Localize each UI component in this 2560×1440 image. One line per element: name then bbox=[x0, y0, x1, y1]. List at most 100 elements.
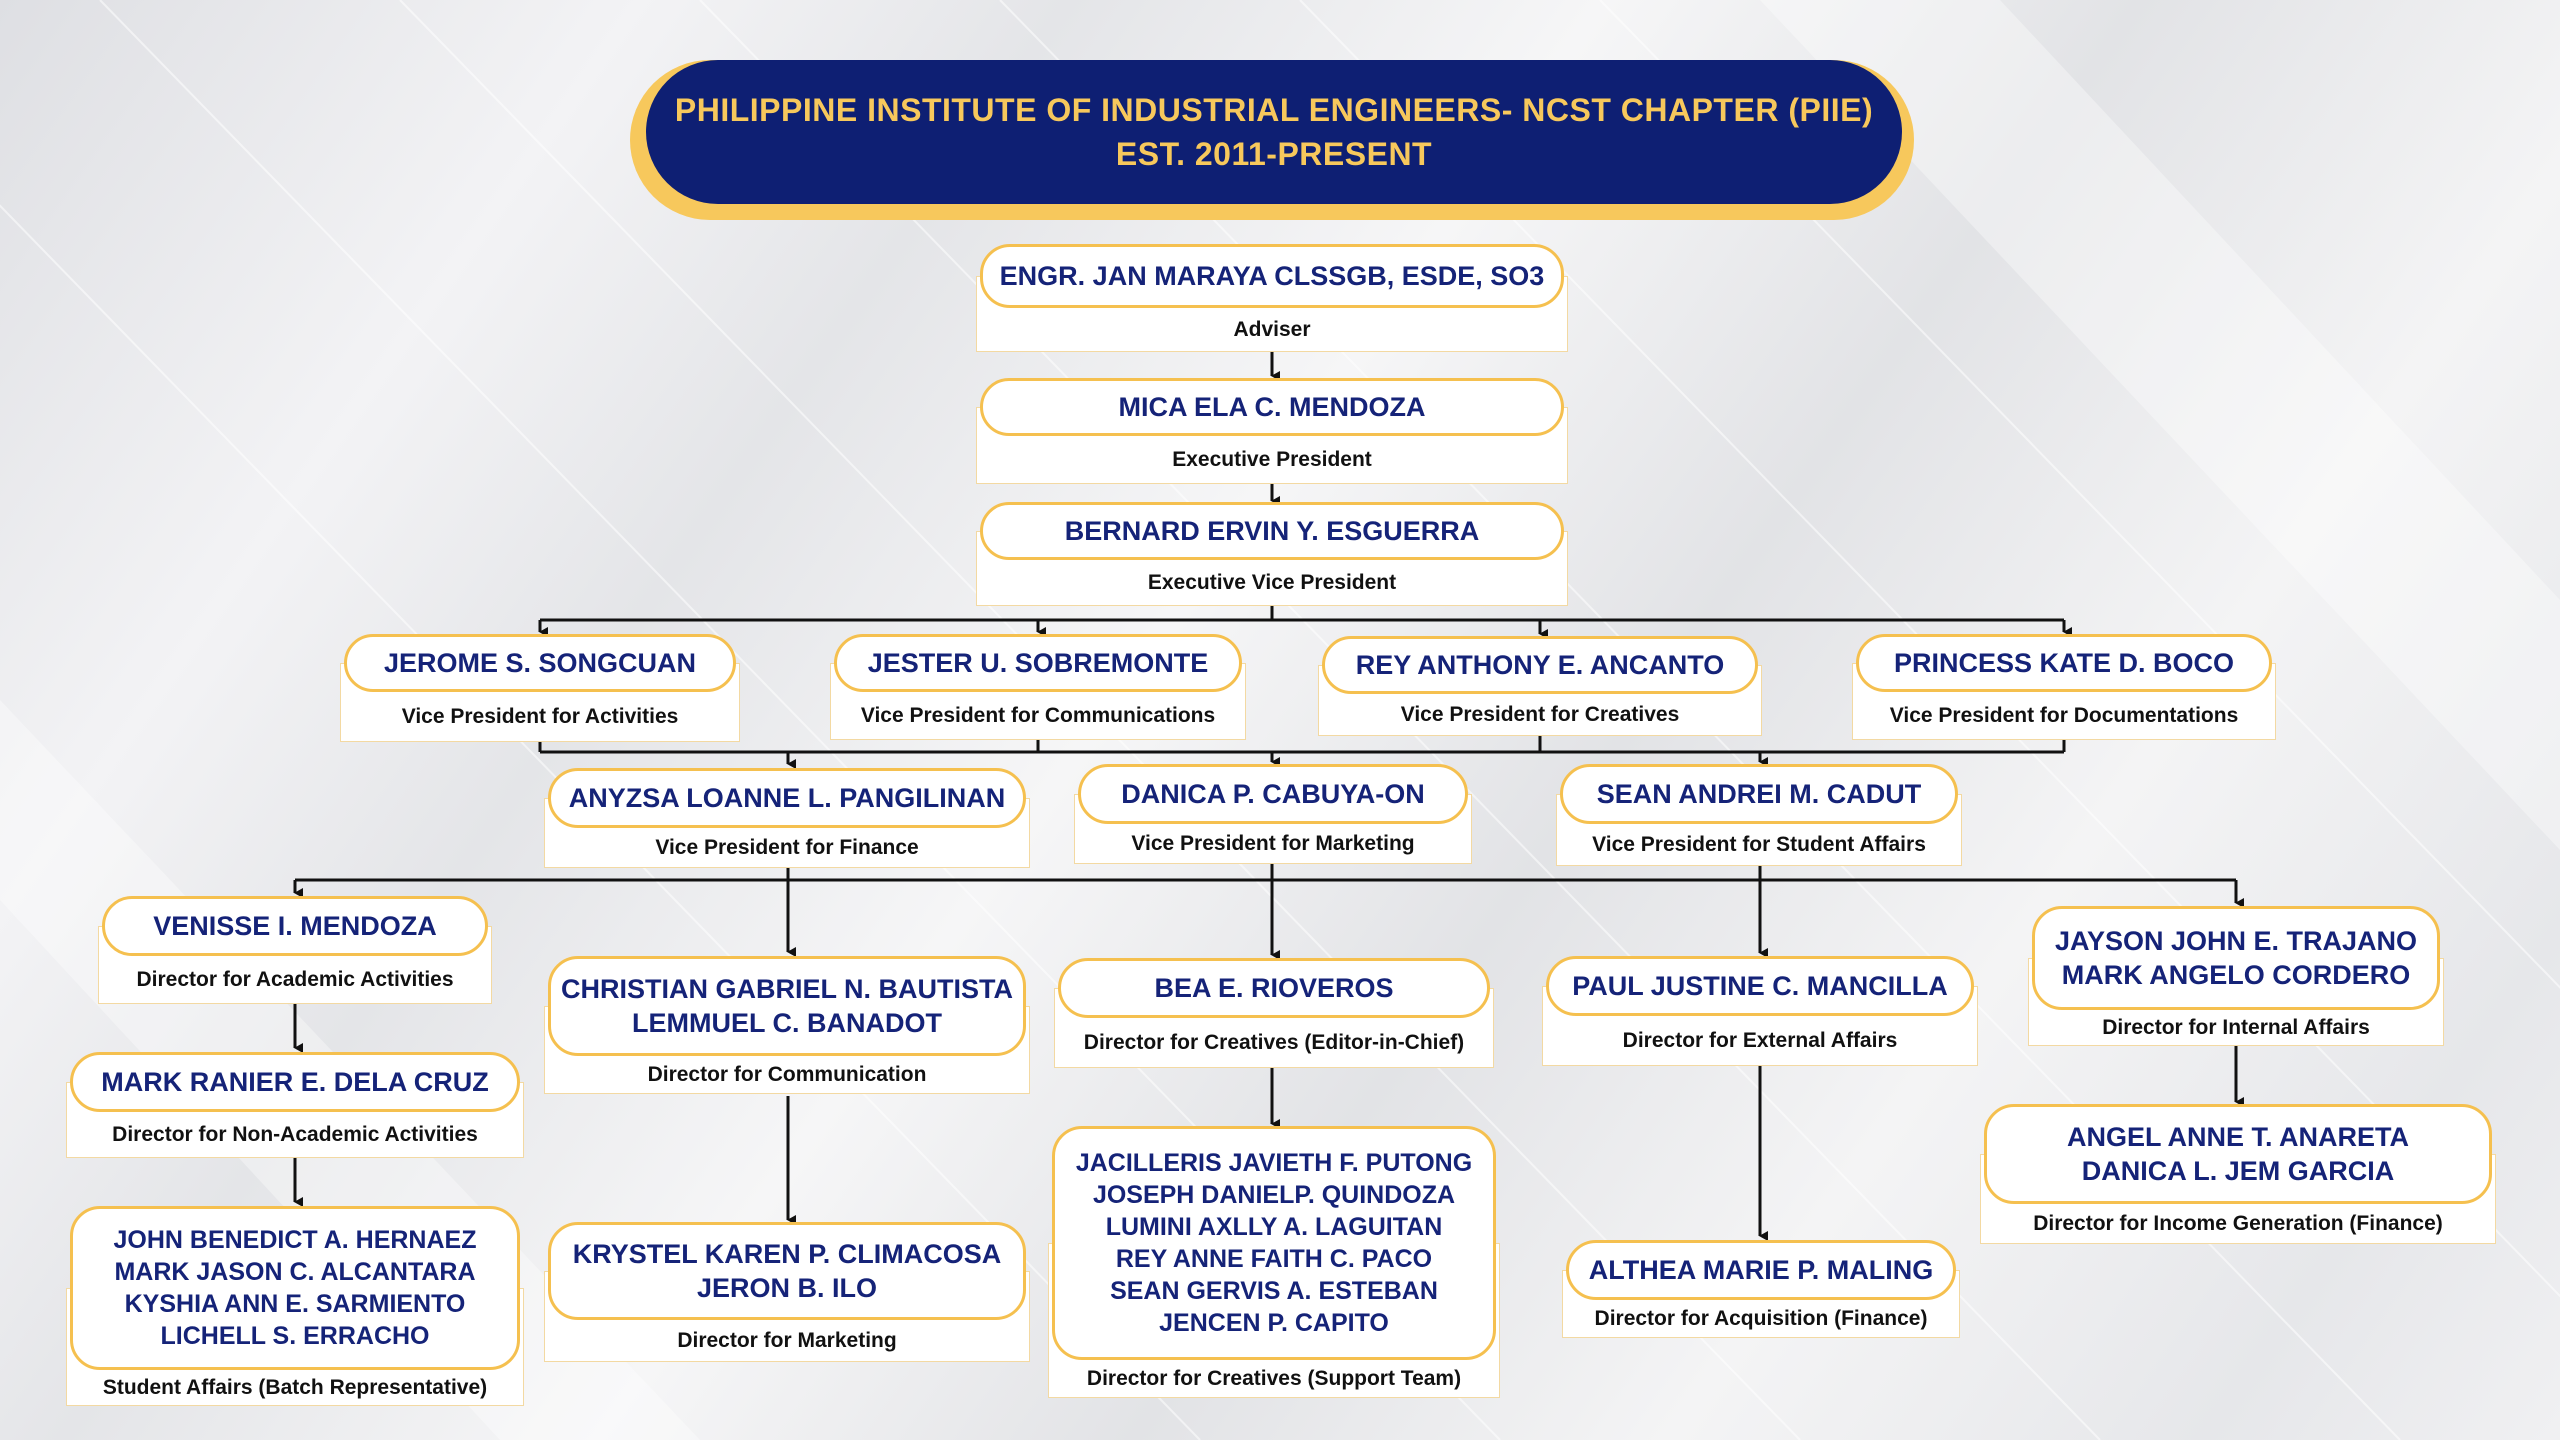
position-title: Director for Creatives (Support Team) bbox=[1086, 1367, 1462, 1390]
member-name: DANICA L. JEM GARCIA bbox=[2081, 1156, 2395, 1186]
name-pill: DANICA P. CABUYA-ON bbox=[1078, 764, 1468, 824]
position-title: Director for External Affairs bbox=[1622, 1029, 1898, 1052]
name-pill: PRINCESS KATE D. BOCO bbox=[1856, 634, 2272, 692]
name-pill: ANGEL ANNE T. ANARETA DANICA L. JEM GARCI… bbox=[1984, 1104, 2492, 1204]
name-pill: MARK RANIER E. DELA CRUZ bbox=[70, 1052, 520, 1112]
member-name: JESTER U. SOBREMONTE bbox=[867, 648, 1209, 678]
name-pill: ENGR. JAN MARAYA CLSSGB, ESDE, SO3 bbox=[980, 244, 1564, 308]
org-node-exec-vp: BERNARD ERVIN Y. ESGUERRA Executive Vice … bbox=[976, 502, 1568, 606]
position-title: Director for Acquisition (Finance) bbox=[1594, 1307, 1928, 1330]
position-title: Vice President for Marketing bbox=[1131, 832, 1415, 855]
name-pill: JEROME S. SONGCUAN bbox=[344, 634, 736, 692]
org-node-dir-acquisition: ALTHEA MARIE P. MALING Director for Acqui… bbox=[1562, 1240, 1960, 1338]
name-pill: ALTHEA MARIE P. MALING bbox=[1566, 1240, 1956, 1300]
name-pill: MICA ELA C. MENDOZA bbox=[980, 378, 1564, 436]
org-node-dir-income: ANGEL ANNE T. ANARETA DANICA L. JEM GARCI… bbox=[1980, 1104, 2496, 1244]
name-pill: KRYSTEL KAREN P. CLIMACOSA JERON B. ILO bbox=[548, 1222, 1026, 1320]
org-node-vp-finance: ANYZSA LOANNE L. PANGILINAN Vice Presiden… bbox=[544, 768, 1030, 868]
position-title: Director for Communication bbox=[647, 1063, 927, 1086]
name-pill: PAUL JUSTINE C. MANCILLA bbox=[1546, 956, 1974, 1016]
name-pill: ANYZSA LOANNE L. PANGILINAN bbox=[548, 768, 1026, 828]
position-title: Vice President for Communications bbox=[860, 704, 1216, 727]
member-name: JERON B. ILO bbox=[696, 1273, 878, 1303]
name-pill: SEAN ANDREI M. CADUT bbox=[1560, 764, 1958, 824]
org-node-dir-creatives-support: JACILLERIS JAVIETH F. PUTONG JOSEPH DANIE… bbox=[1048, 1126, 1500, 1398]
org-node-dir-internal: JAYSON JOHN E. TRAJANO MARK ANGELO CORDER… bbox=[2028, 906, 2444, 1046]
position-title: Director for Internal Affairs bbox=[2102, 1016, 2370, 1039]
member-name: KYSHIA ANN E. SARMIENTO bbox=[124, 1290, 466, 1318]
title-line-2: EST. 2011-PRESENT bbox=[1115, 136, 1433, 172]
position-title: Vice President for Activities bbox=[401, 705, 679, 728]
member-name: MARK ANGELO CORDERO bbox=[2061, 960, 2411, 990]
name-pill: CHRISTIAN GABRIEL N. BAUTISTA LEMMUEL C. … bbox=[548, 956, 1026, 1056]
position-title: Vice President for Finance bbox=[655, 836, 919, 859]
member-name: REY ANTHONY E. ANCANTO bbox=[1355, 650, 1725, 680]
member-name: DANICA P. CABUYA-ON bbox=[1121, 779, 1425, 809]
org-node-vp-marketing: DANICA P. CABUYA-ON Vice President for Ma… bbox=[1074, 764, 1472, 864]
member-name: ENGR. JAN MARAYA CLSSGB, ESDE, SO3 bbox=[999, 261, 1545, 291]
position-title: Vice President for Documentations bbox=[1889, 704, 2239, 727]
member-name: ANGEL ANNE T. ANARETA bbox=[2066, 1122, 2409, 1152]
position-title: Vice President for Student Affairs bbox=[1592, 833, 1926, 856]
position-title: Director for Academic Activities bbox=[136, 968, 454, 991]
name-pill: JOHN BENEDICT A. HERNAEZ MARK JASON C. AL… bbox=[70, 1206, 520, 1370]
position-title: Director for Non-Academic Activities bbox=[112, 1123, 478, 1146]
org-node-vp-activities: JEROME S. SONGCUAN Vice President for Act… bbox=[340, 634, 740, 742]
name-pill: BERNARD ERVIN Y. ESGUERRA bbox=[980, 502, 1564, 560]
name-pill: REY ANTHONY E. ANCANTO bbox=[1322, 636, 1758, 694]
name-pill: JACILLERIS JAVIETH F. PUTONG JOSEPH DANIE… bbox=[1052, 1126, 1496, 1360]
member-name: SEAN ANDREI M. CADUT bbox=[1596, 779, 1922, 809]
member-name: LEMMUEL C. BANADOT bbox=[632, 1008, 942, 1038]
position-title: Vice President for Creatives bbox=[1400, 703, 1680, 726]
org-node-dir-creatives-eic: BEA E. RIOVEROS Director for Creatives (E… bbox=[1054, 958, 1494, 1068]
member-name: PAUL JUSTINE C. MANCILLA bbox=[1572, 971, 1948, 1001]
member-name: ANYZSA LOANNE L. PANGILINAN bbox=[568, 783, 1006, 813]
member-name: KRYSTEL KAREN P. CLIMACOSA bbox=[572, 1239, 1002, 1269]
member-name: MARK RANIER E. DELA CRUZ bbox=[101, 1067, 489, 1097]
position-title: Student Affairs (Batch Representative) bbox=[102, 1376, 488, 1399]
org-node-dir-non-academic: MARK RANIER E. DELA CRUZ Director for Non… bbox=[66, 1052, 524, 1158]
position-title: Adviser bbox=[1233, 318, 1311, 341]
position-title: Director for Creatives (Editor-in-Chief) bbox=[1083, 1031, 1465, 1054]
member-name: LUMINI AXLLY A. LAGUITAN bbox=[1105, 1213, 1443, 1241]
member-name: JEROME S. SONGCUAN bbox=[383, 648, 697, 678]
member-name: ALTHEA MARIE P. MALING bbox=[1588, 1255, 1934, 1285]
org-node-dir-communication: CHRISTIAN GABRIEL N. BAUTISTA LEMMUEL C. … bbox=[544, 956, 1030, 1094]
org-node-dir-external: PAUL JUSTINE C. MANCILLA Director for Ext… bbox=[1542, 956, 1978, 1066]
member-name: MICA ELA C. MENDOZA bbox=[1118, 392, 1426, 422]
org-node-vp-documentations: PRINCESS KATE D. BOCO Vice President for … bbox=[1852, 634, 2276, 740]
name-pill: JESTER U. SOBREMONTE bbox=[834, 634, 1242, 692]
position-title: Director for Income Generation (Finance) bbox=[2033, 1212, 2443, 1235]
org-node-vp-student-affairs: SEAN ANDREI M. CADUT Vice President for S… bbox=[1556, 764, 1962, 866]
position-title: Executive Vice President bbox=[1147, 571, 1397, 594]
member-name: MARK JASON C. ALCANTARA bbox=[114, 1258, 476, 1286]
org-node-exec-president: MICA ELA C. MENDOZA Executive President bbox=[976, 378, 1568, 484]
org-node-dir-marketing: KRYSTEL KAREN P. CLIMACOSA JERON B. ILO Di… bbox=[544, 1222, 1030, 1362]
name-pill: VENISSE I. MENDOZA bbox=[102, 896, 488, 956]
org-node-vp-communications: JESTER U. SOBREMONTE Vice President for C… bbox=[830, 634, 1246, 740]
org-node-batch-reps: JOHN BENEDICT A. HERNAEZ MARK JASON C. AL… bbox=[66, 1206, 524, 1406]
member-name: JENCEN P. CAPITO bbox=[1159, 1309, 1389, 1337]
name-pill: JAYSON JOHN E. TRAJANO MARK ANGELO CORDER… bbox=[2032, 906, 2440, 1010]
org-node-vp-creatives: REY ANTHONY E. ANCANTO Vice President for… bbox=[1318, 636, 1762, 736]
member-name: VENISSE I. MENDOZA bbox=[153, 911, 437, 941]
member-name: BEA E. RIOVEROS bbox=[1154, 973, 1394, 1003]
member-name: JACILLERIS JAVIETH F. PUTONG bbox=[1075, 1149, 1473, 1177]
member-name: BERNARD ERVIN Y. ESGUERRA bbox=[1064, 516, 1480, 546]
org-node-dir-academic: VENISSE I. MENDOZA Director for Academic … bbox=[98, 896, 492, 1004]
member-name: SEAN GERVIS A. ESTEBAN bbox=[1110, 1277, 1438, 1305]
member-name: JAYSON JOHN E. TRAJANO bbox=[2054, 926, 2418, 956]
title-banner: PHILIPPINE INSTITUTE OF INDUSTRIAL ENGIN… bbox=[630, 60, 1914, 220]
member-name: REY ANNE FAITH C. PACO bbox=[1115, 1245, 1433, 1273]
name-pill: BEA E. RIOVEROS bbox=[1058, 958, 1490, 1018]
member-name: JOHN BENEDICT A. HERNAEZ bbox=[113, 1226, 477, 1254]
member-name: LICHELL S. ERRACHO bbox=[160, 1322, 430, 1350]
member-name: PRINCESS KATE D. BOCO bbox=[1893, 648, 2235, 678]
position-title: Director for Marketing bbox=[677, 1329, 897, 1352]
title-line-1: PHILIPPINE INSTITUTE OF INDUSTRIAL ENGIN… bbox=[674, 92, 1874, 128]
member-name: CHRISTIAN GABRIEL N. BAUTISTA bbox=[561, 974, 1013, 1004]
member-name: JOSEPH DANIELP. QUINDOZA bbox=[1092, 1181, 1456, 1209]
position-title: Executive President bbox=[1172, 448, 1372, 471]
